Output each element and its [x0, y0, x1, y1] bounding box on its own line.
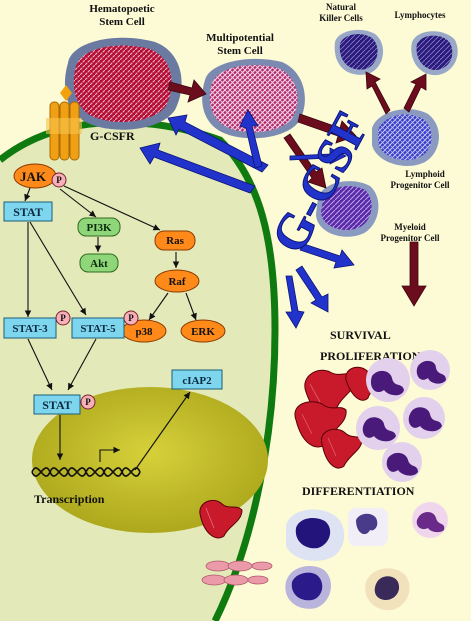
gcsf-arrow-to-hsc	[167, 114, 269, 173]
erk-box: ERK	[180, 319, 226, 343]
svg-text:P: P	[60, 313, 66, 323]
g-csfr-label: G-CSFR	[90, 129, 135, 143]
p38-box: p38	[121, 319, 167, 343]
hematopoetic-stem-cell	[64, 37, 182, 130]
svg-text:STAT-3: STAT-3	[12, 323, 48, 335]
multipotential-label-2: Stem Cell	[217, 45, 263, 57]
lymphoid-progenitor-cell	[372, 109, 439, 166]
neutrophils-proliferation	[356, 350, 450, 482]
arrow-mpsc-to-myeloid	[283, 133, 327, 189]
nuclear-stat-phospho-p: P	[80, 394, 96, 410]
gcsf-arrow-to-mpsc	[239, 109, 263, 169]
platelets	[201, 560, 273, 586]
arrow-lymphoid-to-nk	[365, 71, 391, 115]
jak-node: JAK	[13, 163, 57, 189]
natural-killer-cell	[334, 29, 384, 75]
differentiation-label: DIFFERENTIATION	[302, 484, 415, 498]
multipotential-label-1: Multipotential	[206, 32, 274, 44]
raf-box: Raf	[154, 269, 200, 293]
akt-box: Akt	[79, 253, 119, 273]
svg-text:cIAP2: cIAP2	[182, 375, 212, 387]
signaling-arrows	[24, 185, 197, 471]
svg-text:STAT: STAT	[13, 205, 43, 219]
natural-killer-label-2: Killer Cells	[319, 13, 363, 23]
jak-phospho-p: P	[51, 172, 67, 188]
lymphocyte-cell	[411, 31, 458, 76]
svg-text:P: P	[128, 313, 134, 323]
gcsf-arrows	[139, 109, 355, 329]
svg-text:STAT-5: STAT-5	[80, 323, 116, 335]
gcsf-arrow-to-survival-1	[299, 243, 355, 269]
ligand-diamond	[60, 85, 72, 101]
myeloid-label-1: Myeloid	[394, 222, 426, 232]
svg-text:Akt: Akt	[90, 258, 108, 270]
transcription-label: Transcription	[34, 492, 105, 506]
lymphoid-label-2: Progenitor Cell	[391, 180, 450, 190]
myeloid-progenitor-cell	[316, 181, 379, 237]
svg-text:STAT: STAT	[42, 398, 72, 412]
jak-label: JAK	[20, 169, 47, 184]
nuclear-stat-box: STAT	[33, 394, 81, 415]
ras-box: Ras	[154, 230, 196, 251]
gcsf-arrow-to-survival-3	[285, 275, 305, 329]
differentiation-arrows	[167, 71, 427, 307]
svg-text:Raf: Raf	[168, 276, 185, 288]
lymphocytes-label: Lymphocytes	[394, 10, 446, 20]
lymphoid-label-1: Lymphoid	[405, 169, 445, 179]
svg-text:P: P	[85, 397, 91, 407]
hematopoetic-label-2: Stem Cell	[99, 16, 145, 28]
natural-killer-label-1: Natural	[326, 2, 356, 12]
myeloid-label-2: Progenitor Cell	[381, 233, 440, 243]
arrow-mpsc-to-lymphoid	[297, 113, 357, 144]
svg-text:ERK: ERK	[191, 326, 215, 338]
g-csfr-receptor	[46, 85, 82, 161]
multipotential-stem-cell	[202, 58, 305, 139]
arrow-lymphoid-to-lymphocytes	[403, 73, 427, 113]
stat3-box: STAT-3	[3, 317, 57, 339]
pi3k-box: PI3K	[77, 217, 121, 237]
stat5-phospho-p: P	[123, 310, 139, 326]
hematopoetic-label-1: Hematopoetic	[89, 3, 154, 15]
arrow-hsc-to-mpsc	[167, 79, 207, 103]
proliferation-label: PROLIFERATION	[320, 349, 421, 363]
cytoplasm	[0, 122, 275, 621]
survival-label: SURVIVAL	[330, 328, 391, 342]
gcsf-arrow-to-receptor	[139, 142, 256, 194]
stat-box: STAT	[3, 201, 53, 222]
red-precursor-small	[199, 499, 243, 539]
ciap2-box: cIAP2	[171, 369, 223, 390]
svg-text:p38: p38	[135, 326, 153, 338]
stat3-phospho-p: P	[55, 310, 71, 326]
gcsf-arrow-to-survival-2	[295, 265, 329, 313]
stat5-box: STAT-5	[71, 317, 125, 339]
red-cell-stripes	[301, 383, 337, 457]
svg-text:PI3K: PI3K	[86, 222, 112, 234]
gcsf-arrow-to-myeloid	[289, 147, 347, 165]
nucleus	[32, 387, 268, 533]
differentiation-cells	[285, 502, 448, 611]
svg-text:Ras: Ras	[166, 235, 184, 247]
dna-helix	[31, 467, 141, 477]
arrow-myeloid-down	[401, 241, 427, 307]
svg-text:P: P	[56, 175, 62, 185]
